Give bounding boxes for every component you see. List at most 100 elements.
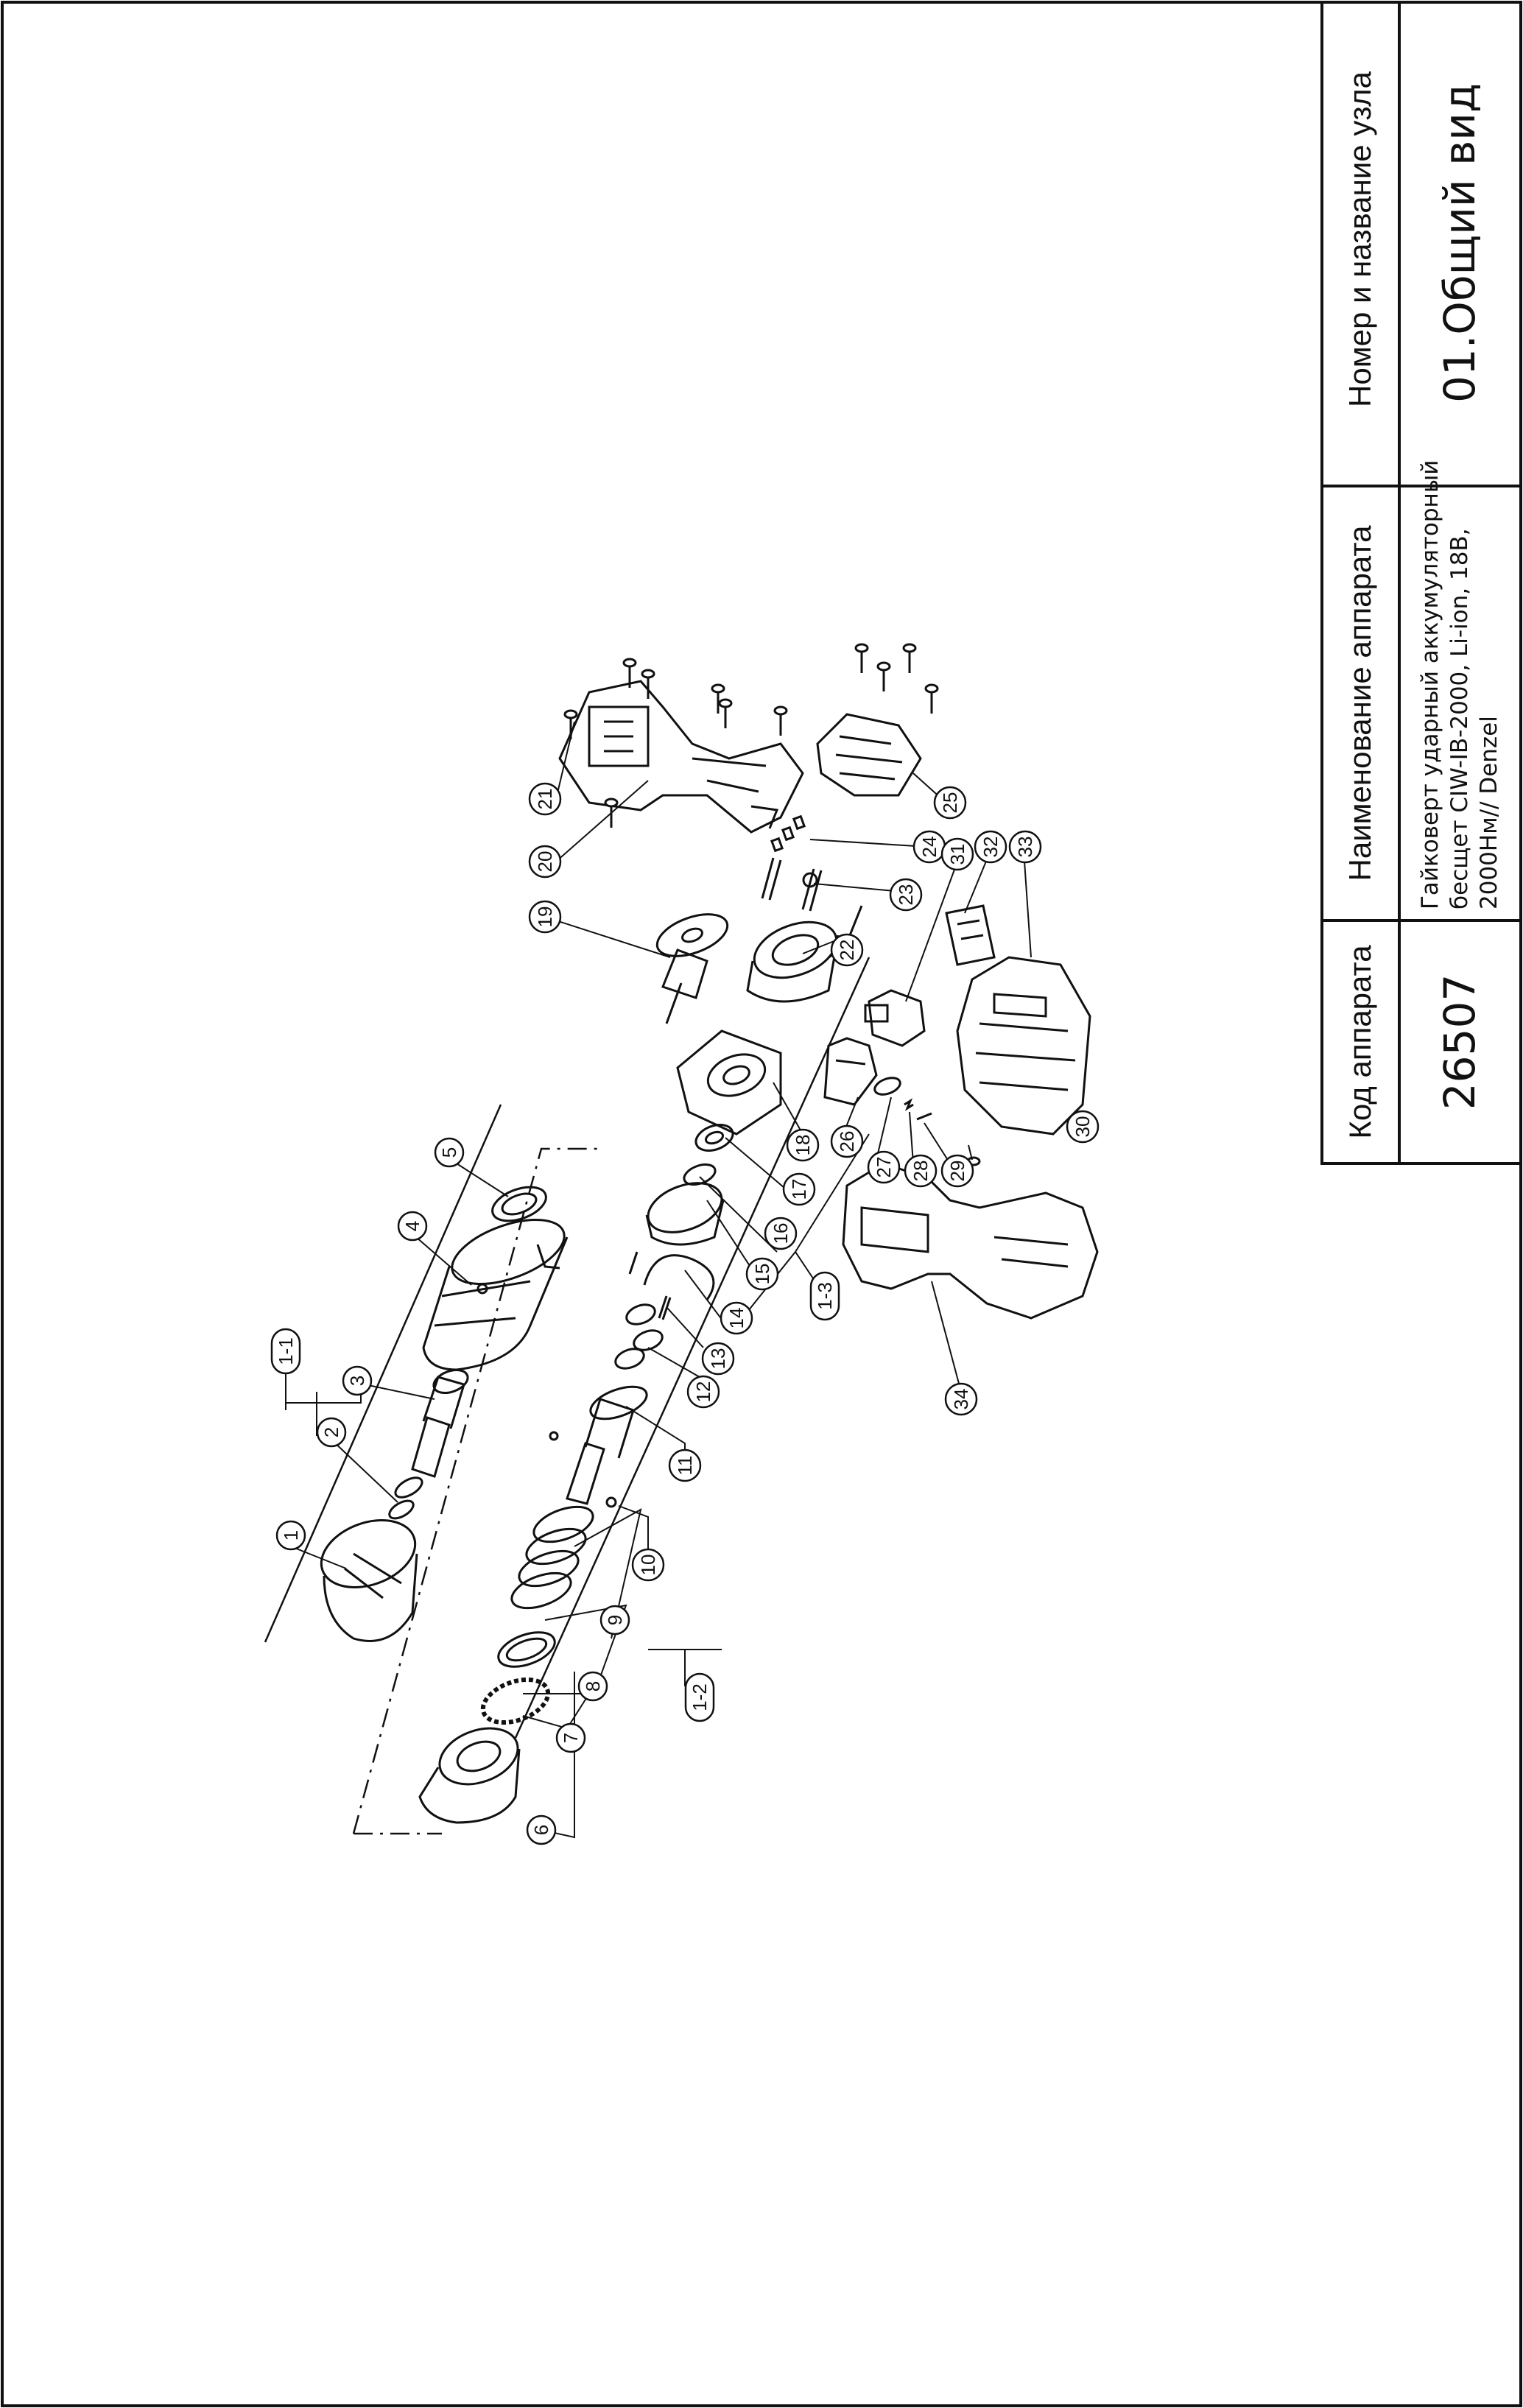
svg-text:3: 3 [346,1376,368,1386]
svg-text:27: 27 [873,1157,895,1178]
svg-text:25: 25 [939,792,961,814]
unit-value: 01.Общий вид [1435,82,1485,404]
part-25-rear-cover [816,713,922,797]
svg-text:17: 17 [788,1179,810,1200]
svg-text:33: 33 [1014,837,1036,858]
svg-text:18: 18 [792,1135,814,1156]
callout-18: 18 [786,1128,820,1162]
callout-2: 2 [316,1417,347,1448]
callout-12: 12 [686,1375,720,1409]
part-4-gear-housing [422,1218,569,1371]
callout-25: 25 [933,786,967,820]
callout-11: 11 [668,1448,702,1482]
svg-text:9: 9 [604,1615,626,1625]
part-14-circlip [643,1254,715,1300]
svg-text:29: 29 [946,1161,968,1182]
part-33-battery-pack [956,956,1091,1136]
callout-1-1: 1-1 [270,1328,301,1375]
svg-text:8: 8 [582,1681,604,1691]
code-value: 26507 [1435,974,1485,1110]
part-12-planet-gears [614,1303,664,1370]
part-26-switch [823,1037,878,1106]
callout-1-3: 1-3 [809,1271,840,1321]
callout-23: 23 [889,878,923,912]
callout-28: 28 [904,1154,938,1188]
svg-text:30: 30 [1072,1116,1094,1138]
group-boundary-dashdot [352,1147,600,1835]
part-13-pins [628,1251,672,1320]
part-11-main-shaft [566,1385,648,1505]
callout-20: 20 [528,845,562,879]
callout-1: 1 [275,1520,306,1551]
unit-header: Номер и название узла [1343,71,1377,407]
svg-text:23: 23 [895,884,917,906]
svg-text:15: 15 [751,1264,773,1285]
callout-31: 31 [940,837,974,871]
part-18-motor-bracket [676,1029,782,1136]
svg-text:19: 19 [534,906,556,928]
part-2-o-rings [388,1476,423,1520]
part-21-screws [563,658,788,829]
svg-text:24: 24 [918,837,940,858]
callout-26: 26 [830,1124,864,1158]
callout-32: 32 [974,830,1007,864]
svg-text:10: 10 [637,1555,659,1576]
part-28-spring [904,1098,914,1111]
svg-text:11: 11 [674,1456,696,1476]
svg-text:26: 26 [836,1131,858,1152]
callout-27: 27 [867,1150,901,1184]
part-5-washer [491,1186,547,1222]
svg-text:5: 5 [438,1147,460,1158]
callout-10: 10 [631,1548,665,1582]
svg-text:7: 7 [560,1733,582,1743]
svg-text:6: 6 [530,1825,552,1835]
svg-text:12: 12 [692,1381,714,1403]
part-10-steel-ball-2 [549,1431,559,1441]
title-block-frame [1320,1,1522,1165]
part-17-bearing [694,1124,734,1152]
callout-5: 5 [434,1137,465,1168]
code-header: Код аппарата [1343,945,1377,1139]
device-name: Гайковерт ударный аккумуляторный бесщет … [1415,460,1504,909]
svg-text:16: 16 [770,1223,792,1245]
callout-29: 29 [940,1154,974,1188]
svg-text:20: 20 [534,851,556,873]
callout-7: 7 [555,1722,586,1753]
callout-15: 15 [745,1257,779,1291]
svg-text:32: 32 [979,837,1002,858]
part-6-hammer-case [418,1727,521,1824]
svg-text:28: 28 [910,1161,932,1182]
callout-21: 21 [528,782,562,816]
svg-text:34: 34 [950,1389,972,1410]
part-27-knob [873,1077,901,1096]
part-15-ring-gear [645,1182,725,1246]
svg-text:1-3: 1-3 [814,1282,836,1310]
callout-19: 19 [528,900,562,934]
part-20-housing-half [558,680,804,834]
svg-text:31: 31 [946,844,968,865]
svg-text:21: 21 [534,789,556,810]
part-7-ball-ring [480,1677,551,1725]
part-3-anvil [411,1368,469,1478]
callout-4: 4 [397,1211,428,1242]
callout-8: 8 [577,1671,608,1702]
part-1-nose-cap [320,1519,418,1642]
callout-1-2: 1-2 [684,1672,715,1722]
exploded-drawing [264,643,1099,1839]
svg-text:1-2: 1-2 [689,1683,711,1711]
part-25-screws [854,643,939,715]
device-name-line-1: Гайковерт ударный аккумуляторный [1417,460,1443,909]
svg-text:4: 4 [401,1221,423,1231]
callout-14: 14 [720,1301,753,1335]
part-22-stator [746,920,840,1003]
callout-17: 17 [782,1172,816,1206]
callout-30: 30 [1066,1110,1100,1144]
svg-text:14: 14 [725,1308,748,1329]
callout-33: 33 [1008,830,1042,864]
callout-16: 16 [764,1217,798,1250]
callout-24: 24 [912,830,946,864]
svg-text:13: 13 [707,1348,729,1370]
svg-text:1-1: 1-1 [275,1337,297,1365]
